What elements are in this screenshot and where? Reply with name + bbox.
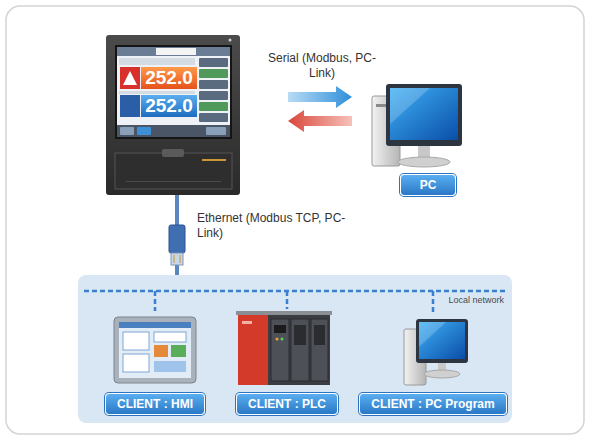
client-pc-illustration-part: [419, 322, 446, 347]
recorder-body: [106, 35, 240, 195]
recorder-screen-part: [119, 58, 195, 65]
client-label: CLIENT : PLC: [248, 397, 326, 411]
edge-label: Ethernet (Modbus TCP, PC-Link): [195, 211, 349, 241]
rj45-tip: [171, 253, 183, 265]
plc-illustration-part: [294, 325, 306, 345]
plc-illustration-part: [274, 325, 286, 333]
recorder-screen-part: [199, 102, 228, 111]
recorder-flap-part: [162, 149, 184, 157]
connector: [169, 195, 185, 275]
recorder-screen-part: [123, 71, 137, 85]
client-pc-illustration-part: [419, 322, 465, 359]
reading-value: 252.0: [141, 95, 197, 117]
hmi-illustration-part: [154, 361, 186, 372]
pc-illustration: [368, 80, 474, 172]
connector: [288, 86, 352, 132]
recorder-screen-part: [199, 80, 228, 89]
pc-monitor: [386, 84, 462, 167]
hmi-illustration-part: [114, 317, 196, 383]
rj45-pin: [180, 255, 181, 263]
recorder-flap: [115, 149, 232, 189]
hmi-illustration-part: [154, 332, 186, 342]
network-bus-part: [286, 291, 289, 309]
recorder-screen-part: [120, 127, 134, 135]
recorder-screen-part: [206, 127, 226, 135]
reading-value: 252.0: [141, 67, 197, 89]
client-box: CLIENT : HMI: [105, 393, 205, 415]
recorder-screen-part: [199, 58, 228, 67]
hmi-illustration-part: [119, 322, 191, 378]
hmi-illustration-part: [171, 345, 186, 357]
client-label: CLIENT : HMI: [117, 397, 193, 411]
recorder-screen-part: [120, 95, 140, 117]
recorder-screen-part: [141, 95, 197, 117]
plc-illustration-part: [314, 325, 325, 345]
recorder-body-part: [115, 45, 232, 139]
pc-monitor-part: [386, 84, 462, 146]
client-box: CLIENT : PLC: [236, 393, 338, 415]
recorder-screen-part: [117, 47, 230, 137]
recorder-screen-part: [119, 91, 195, 94]
outer-frame: [6, 6, 584, 434]
hmi-illustration-part: [123, 332, 149, 350]
client-label: CLIENT : PC Program: [371, 397, 494, 411]
plc-illustration-part: [268, 315, 330, 385]
pc-monitor-part: [418, 146, 430, 158]
client-pc-illustration-part: [424, 370, 460, 378]
network-label: Local network: [448, 295, 504, 306]
network-bus: [84, 291, 506, 315]
edge-label: Serial (Modbus, PC-Link): [260, 51, 384, 81]
recorder-screen-part: [199, 91, 228, 100]
hmi-illustration-part: [154, 345, 168, 357]
network-bus-part: [432, 291, 435, 315]
plc-illustration-part: [236, 311, 332, 315]
pc-monitor-part: [398, 157, 450, 167]
client-box: CLIENT : PC Program: [359, 393, 507, 415]
arrow-left: [288, 110, 352, 132]
pc-node: PC: [368, 80, 472, 198]
network-bus-part: [84, 290, 506, 293]
recorder-flap-part: [115, 153, 232, 189]
plc-illustration-part: [276, 338, 279, 341]
pc-monitor-part: [390, 88, 430, 124]
recorder-screen-part: [117, 47, 230, 56]
plc-illustration-part: [238, 315, 268, 385]
recorder-screen: [117, 47, 230, 137]
plc-illustration-part: [281, 338, 284, 341]
recorder-screen-part: [199, 69, 228, 78]
plc-illustration-part: [311, 319, 328, 381]
hmi-illustration: [114, 317, 196, 383]
recorder-screen-part: [199, 113, 228, 122]
recorder-flap-part: [202, 159, 226, 161]
hmi-illustration-part: [123, 354, 149, 372]
device-label: PC: [400, 174, 456, 196]
rj45-plug: [169, 225, 185, 253]
plc-illustration-part: [242, 321, 252, 324]
recorder-body-part: [229, 39, 232, 42]
recorder-screen-part: [137, 127, 151, 135]
plc-illustration-part: [291, 319, 309, 381]
recorder-device: 252.0 252.0: [106, 35, 240, 195]
network-band: Local networkCLIENT : HMI CLIENT : PLC CLI…: [78, 275, 512, 423]
recorder-screen-part: [141, 67, 197, 89]
plc-illustration-part: [271, 319, 289, 381]
hmi-illustration-part: [119, 322, 191, 328]
recorder-screen-part: [120, 67, 140, 89]
recorder-flap-part: [126, 181, 221, 182]
client-pc-illustration: [404, 319, 468, 385]
client-pc-illustration-part: [416, 319, 468, 363]
plc-illustration: [236, 311, 332, 385]
recorder-body-part: [106, 35, 240, 195]
network-bus-part: [154, 291, 157, 311]
recorder-screen-part: [156, 48, 196, 55]
rj45-pin: [174, 255, 175, 263]
arrow-right: [288, 86, 352, 108]
pc-monitor-part: [390, 88, 458, 140]
recorder-screen-part: [117, 125, 230, 137]
